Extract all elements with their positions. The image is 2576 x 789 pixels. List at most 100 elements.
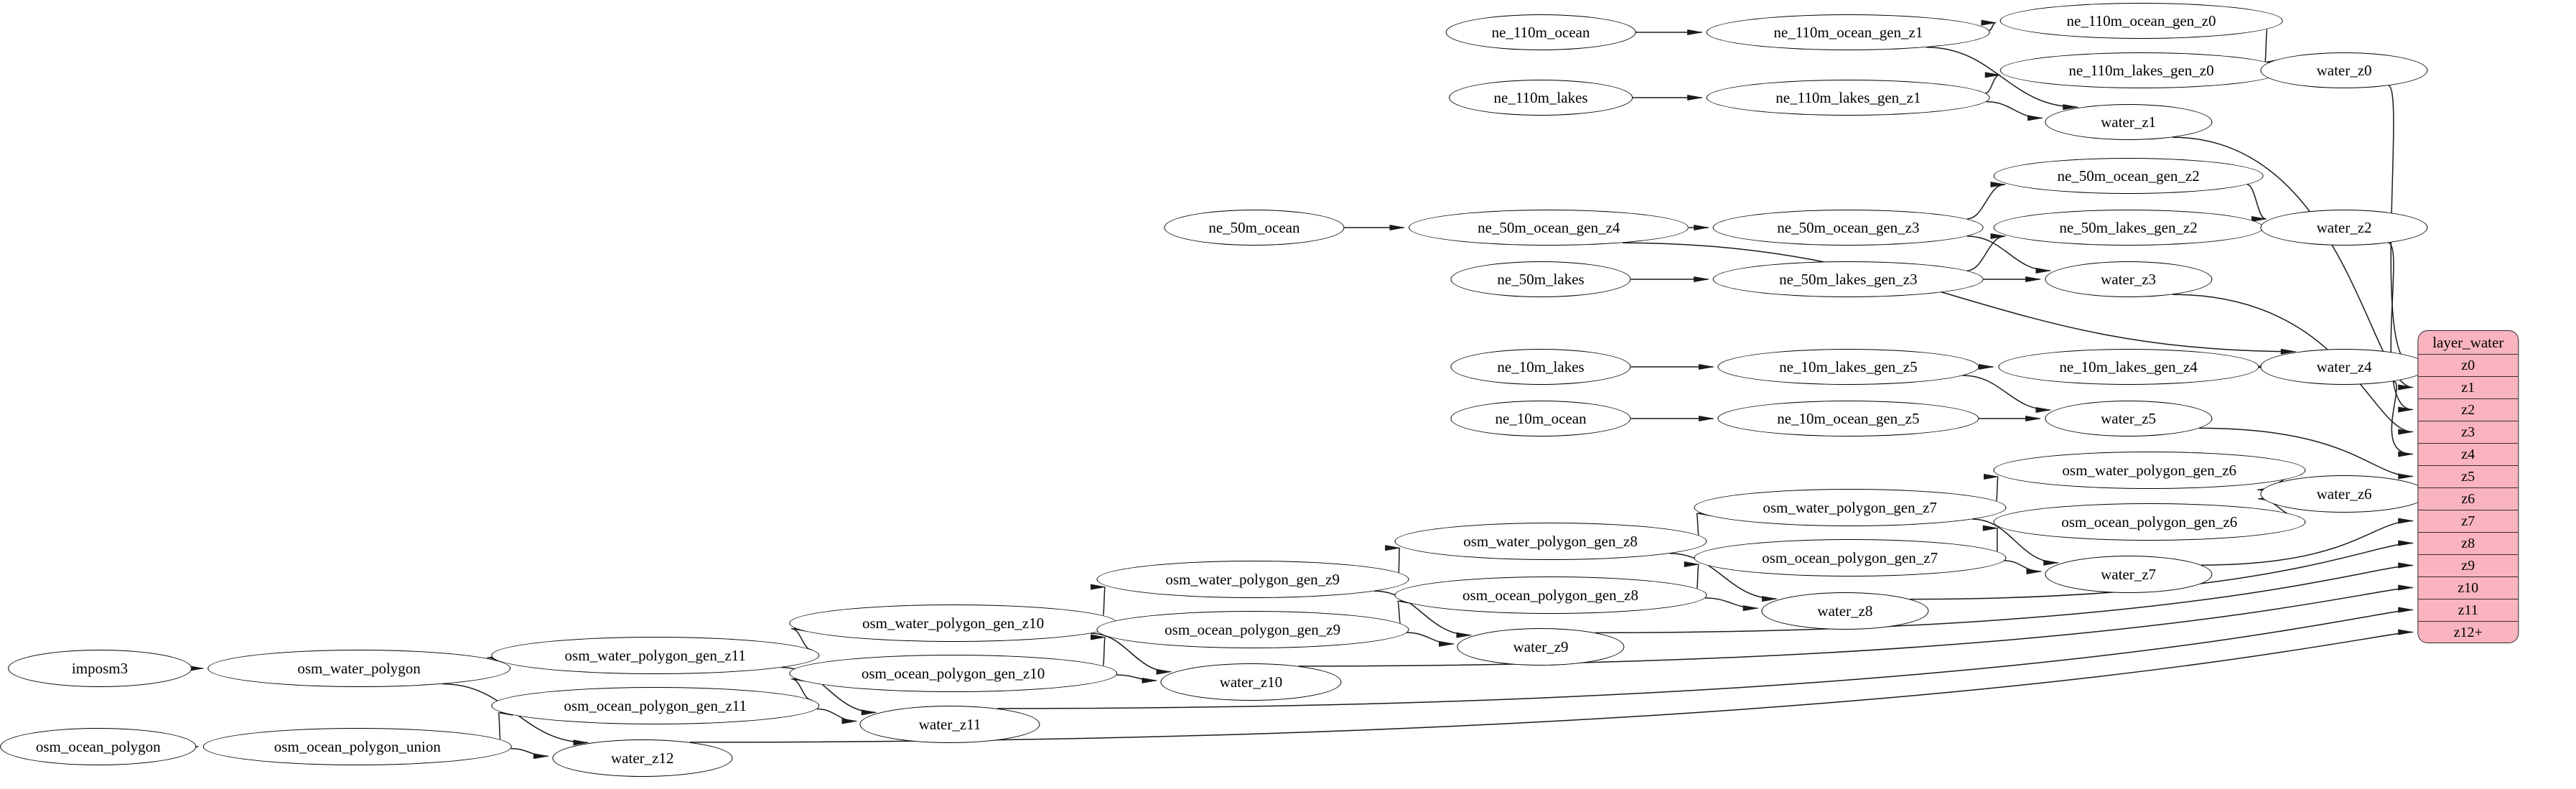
graph-node-label: ne_50m_ocean	[1208, 218, 1300, 236]
layer-water-row-z9[interactable]: z9	[2418, 555, 2519, 577]
graph-node-label: ne_10m_ocean_gen_z5	[1777, 409, 1920, 427]
graph-edge	[497, 710, 514, 739]
graph-node-label: osm_water_polygon	[297, 659, 421, 677]
graph-node-ne_50m_ocean_gen_z2[interactable]: ne_50m_ocean_gen_z2	[1993, 158, 2264, 194]
graph-node-label: ne_50m_lakes_gen_z3	[1779, 270, 1918, 288]
graph-node-water_z8[interactable]: water_z8	[1761, 592, 1929, 630]
graph-node-ne_10m_lakes_gen_z5[interactable]: ne_10m_lakes_gen_z5	[1717, 349, 1979, 385]
graph-node-label: osm_ocean_polygon	[35, 737, 161, 755]
graph-edge	[1406, 632, 1455, 647]
graph-node-label: ne_10m_lakes_gen_z4	[2059, 358, 2198, 375]
graph-node-ne_50m_lakes_gen_z3[interactable]: ne_50m_lakes_gen_z3	[1713, 261, 1984, 297]
graph-node-water_z7[interactable]: water_z7	[2044, 556, 2213, 593]
layer-water-row-z2[interactable]: z2	[2418, 399, 2519, 421]
graph-node-ne_110m_lakes[interactable]: ne_110m_lakes	[1449, 80, 1633, 116]
graph-node-label: ne_50m_lakes	[1497, 270, 1585, 288]
graph-node-osm_water_polygon_gen_z7[interactable]: osm_water_polygon_gen_z7	[1694, 489, 2007, 526]
graph-node-ne_50m_lakes[interactable]: ne_50m_lakes	[1450, 261, 1631, 297]
graph-node-label: ne_110m_lakes	[1493, 88, 1588, 106]
graph-node-ne_110m_lakes_gen_z0[interactable]: ne_110m_lakes_gen_z0	[1999, 52, 2283, 88]
graph-node-ne_10m_ocean[interactable]: ne_10m_ocean	[1450, 401, 1631, 436]
graph-node-water_z9[interactable]: water_z9	[1457, 628, 1625, 666]
layer-water-row-z12+[interactable]: z12+	[2453, 625, 2483, 640]
graph-edge	[817, 709, 858, 724]
graph-node-osm_water_polygon_gen_z8[interactable]: osm_water_polygon_gen_z8	[1394, 523, 1707, 560]
graph-node-label: ne_50m_ocean_gen_z2	[2057, 167, 2200, 185]
graph-node-water_z10[interactable]: water_z10	[1160, 663, 1341, 701]
graph-node-label: imposm3	[71, 659, 129, 677]
graph-node-ne_110m_ocean_gen_z0[interactable]: ne_110m_ocean_gen_z0	[1999, 3, 2283, 39]
layer-water-row-z1[interactable]: z1	[2418, 377, 2519, 399]
graph-node-label: ne_110m_lakes_gen_z0	[2068, 61, 2214, 79]
graph-node-water_z12[interactable]: water_z12	[552, 739, 733, 777]
graph-node-osm_ocean_polygon_gen_z7[interactable]: osm_ocean_polygon_gen_z7	[1694, 539, 2007, 576]
graph-edge	[2199, 428, 2414, 480]
graph-node-osm_ocean_polygon_gen_z6[interactable]: osm_ocean_polygon_gen_z6	[1993, 503, 2306, 541]
graph-node-label: osm_water_polygon_gen_z10	[862, 614, 1045, 632]
graph-node-osm_water_polygon_gen_z11[interactable]: osm_water_polygon_gen_z11	[490, 637, 820, 674]
layer-water-row-z0[interactable]: z0	[2418, 355, 2519, 377]
graph-node-ne_110m_ocean[interactable]: ne_110m_ocean	[1445, 14, 1636, 50]
graph-edge	[1985, 72, 2002, 93]
graph-node-water_z0[interactable]: water_z0	[2260, 52, 2428, 88]
graph-node-water_z11[interactable]: water_z11	[859, 706, 1040, 743]
graph-node-ne_50m_ocean[interactable]: ne_50m_ocean	[1164, 210, 1345, 246]
graph-node-water_z6[interactable]: water_z6	[2260, 475, 2428, 513]
graph-node-osm_ocean_polygon_gen_z9[interactable]: osm_ocean_polygon_gen_z9	[1096, 611, 1409, 648]
graph-node-label: ne_110m_ocean_gen_z0	[2066, 11, 2216, 29]
graph-node-ne_50m_ocean_gen_z3[interactable]: ne_50m_ocean_gen_z3	[1713, 210, 1984, 246]
layer-water-row-z4[interactable]: z4	[2418, 444, 2519, 466]
graph-node-ne_50m_lakes_gen_z2[interactable]: ne_50m_lakes_gen_z2	[1993, 210, 2264, 246]
graph-edge	[1926, 47, 2079, 111]
layer-water-row-z6[interactable]: z6	[2418, 488, 2519, 510]
layer-water-row-z10[interactable]: z10	[2418, 577, 2519, 599]
graph-node-label: osm_ocean_polygon_union	[274, 737, 441, 755]
graph-node-ne_50m_ocean_gen_z4[interactable]: ne_50m_ocean_gen_z4	[1409, 210, 1689, 246]
layer-water-row-z7[interactable]: z7	[2418, 510, 2519, 533]
layer-water-row-z8[interactable]: z8	[2418, 533, 2519, 555]
graph-node-ne_10m_lakes_gen_z4[interactable]: ne_10m_lakes_gen_z4	[1997, 349, 2259, 385]
graph-edge	[1705, 598, 1760, 612]
graph-edge	[2389, 243, 2414, 413]
graph-node-label: osm_ocean_polygon_gen_z11	[564, 696, 747, 714]
graph-edge	[1963, 375, 2052, 413]
graph-node-osm_ocean_polygon_union[interactable]: osm_ocean_polygon_union	[202, 728, 513, 765]
graph-edge	[1981, 19, 1997, 31]
graph-node-osm_water_polygon_gen_z10[interactable]: osm_water_polygon_gen_z10	[788, 604, 1118, 642]
graph-node-ne_10m_ocean_gen_z5[interactable]: ne_10m_ocean_gen_z5	[1717, 401, 1979, 436]
graph-node-water_z5[interactable]: water_z5	[2044, 401, 2213, 436]
graph-edge	[1967, 233, 2007, 271]
graph-node-ne_110m_ocean_gen_z1[interactable]: ne_110m_ocean_gen_z1	[1707, 14, 1990, 50]
graph-node-imposm3[interactable]: imposm3	[8, 650, 192, 687]
graph-node-osm_ocean_polygon[interactable]: osm_ocean_polygon	[0, 728, 197, 765]
graph-node-osm_water_polygon_gen_z9[interactable]: osm_water_polygon_gen_z9	[1096, 561, 1409, 598]
graph-node-osm_water_polygon_gen_z6[interactable]: osm_water_polygon_gen_z6	[1993, 452, 2306, 489]
graph-node-osm_ocean_polygon_gen_z10[interactable]: osm_ocean_polygon_gen_z10	[788, 655, 1118, 692]
graph-edge	[2247, 185, 2268, 222]
graph-node-water_z4[interactable]: water_z4	[2260, 349, 2428, 385]
graph-edge	[1983, 474, 2000, 501]
graph-node-label: ne_10m_ocean	[1495, 409, 1587, 427]
graph-node-label: osm_water_polygon_gen_z9	[1165, 570, 1340, 588]
graph-node-osm_ocean_polygon_gen_z8[interactable]: osm_ocean_polygon_gen_z8	[1394, 576, 1707, 614]
layer-water-row-z11[interactable]: z11	[2418, 599, 2519, 622]
graph-node-water_z3[interactable]: water_z3	[2044, 261, 2213, 297]
layer-water-row-z5[interactable]: z5	[2418, 466, 2519, 488]
graph-node-osm_water_polygon[interactable]: osm_water_polygon	[207, 650, 510, 687]
graph-node-water_z2[interactable]: water_z2	[2260, 210, 2428, 246]
graph-edge	[1967, 182, 2007, 219]
graph-node-ne_110m_lakes_gen_z1[interactable]: ne_110m_lakes_gen_z1	[1707, 80, 1990, 116]
graph-node-osm_ocean_polygon_gen_z11[interactable]: osm_ocean_polygon_gen_z11	[490, 687, 820, 724]
graph-edge	[511, 749, 550, 760]
graph-node-label: water_z9	[1513, 638, 1569, 655]
graph-edge	[1669, 554, 1778, 602]
graph-node-label: osm_ocean_polygon_gen_z6	[2061, 513, 2238, 531]
graph-node-label: water_z0	[2316, 61, 2372, 79]
graph-edge	[1623, 243, 2297, 355]
graph-node-water_z1[interactable]: water_z1	[2044, 104, 2213, 140]
graph-node-ne_10m_lakes[interactable]: ne_10m_lakes	[1450, 349, 1631, 385]
graph-node-label: water_z12	[611, 749, 674, 767]
layer-water-row-z3[interactable]: z3	[2418, 421, 2519, 444]
